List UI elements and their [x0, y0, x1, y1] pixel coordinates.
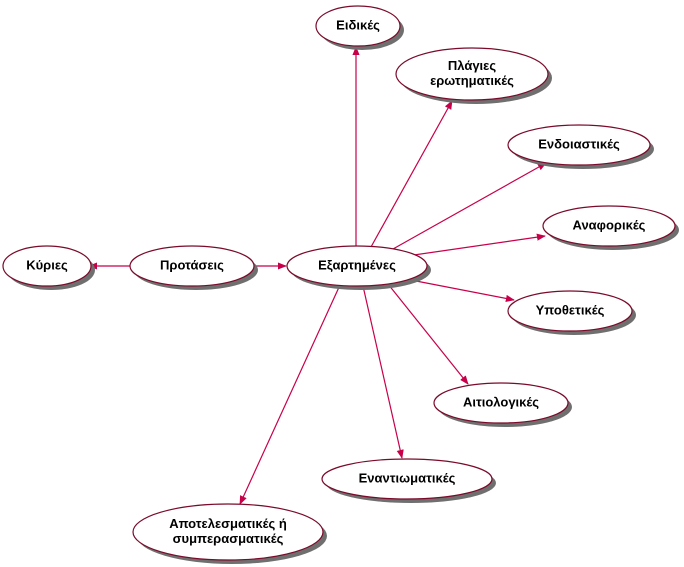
node-eksartimenes: Εξαρτημένες — [286, 245, 431, 290]
arrow-eksartimenes-to-plagies — [370, 100, 453, 248]
node-ellipse — [2, 245, 92, 287]
node-ellipse — [507, 124, 651, 166]
node-ellipse — [395, 47, 549, 101]
node-label: Κύριες — [26, 257, 68, 272]
node-label: Ενδοιαστικές — [538, 136, 620, 151]
node-aitiologikes: Αιτιολογικές — [433, 382, 572, 427]
node-ellipse — [286, 245, 428, 287]
node-ellipse — [542, 205, 676, 247]
node-label: Εξαρτημένες — [318, 257, 396, 272]
arrow-eksartimenes-to-aitiologikes — [387, 283, 469, 385]
node-ellipse — [132, 503, 324, 561]
node-label: ερωτηματικές — [430, 73, 514, 88]
node-ellipse — [315, 5, 401, 47]
node-ellipse — [321, 458, 493, 500]
arrow-eksartimenes-to-anaforikes — [413, 233, 546, 256]
node-label: Αναφορικές — [573, 217, 646, 232]
nodes-layer: Κύριες Προτάσεις Εξαρτημένες ΕιδικέςΠλάγιες… — [2, 5, 679, 564]
node-enantiomatikes: Εναντιωματικές — [321, 458, 496, 503]
arrow-eksartimenes-to-enantiomatikes — [362, 285, 404, 459]
node-ellipse — [507, 290, 633, 332]
node-ellipse — [433, 382, 569, 424]
node-label: Αιτιολογικές — [463, 394, 539, 409]
node-label: Εναντιωματικές — [359, 470, 456, 485]
arrow-eksartimenes-to-ypothetikes — [415, 280, 515, 302]
arrow-eksartimenes-to-apotelesmatikes — [239, 284, 341, 505]
node-label: συμπερασματικές — [173, 531, 284, 546]
node-endoiastikes: Ενδοιαστικές — [507, 124, 654, 169]
node-label: Υποθετικές — [536, 302, 605, 317]
node-anaforikes: Αναφορικές — [542, 205, 679, 250]
node-label: Αποτελεσματικές ή — [169, 516, 287, 531]
node-label: Προτάσεις — [160, 257, 224, 272]
edges-layer — [88, 46, 547, 505]
node-ypothetikes: Υποθετικές — [507, 290, 636, 335]
node-eidikes: Ειδικές — [315, 5, 404, 50]
node-label: Ειδικές — [336, 17, 380, 32]
node-label: Πλάγιες — [448, 58, 496, 73]
node-kyries: Κύριες — [2, 245, 95, 290]
arrow-eksartimenes-to-endoiastikes — [392, 162, 547, 250]
node-ellipse — [129, 245, 255, 287]
node-protaseis: Προτάσεις — [129, 245, 258, 290]
